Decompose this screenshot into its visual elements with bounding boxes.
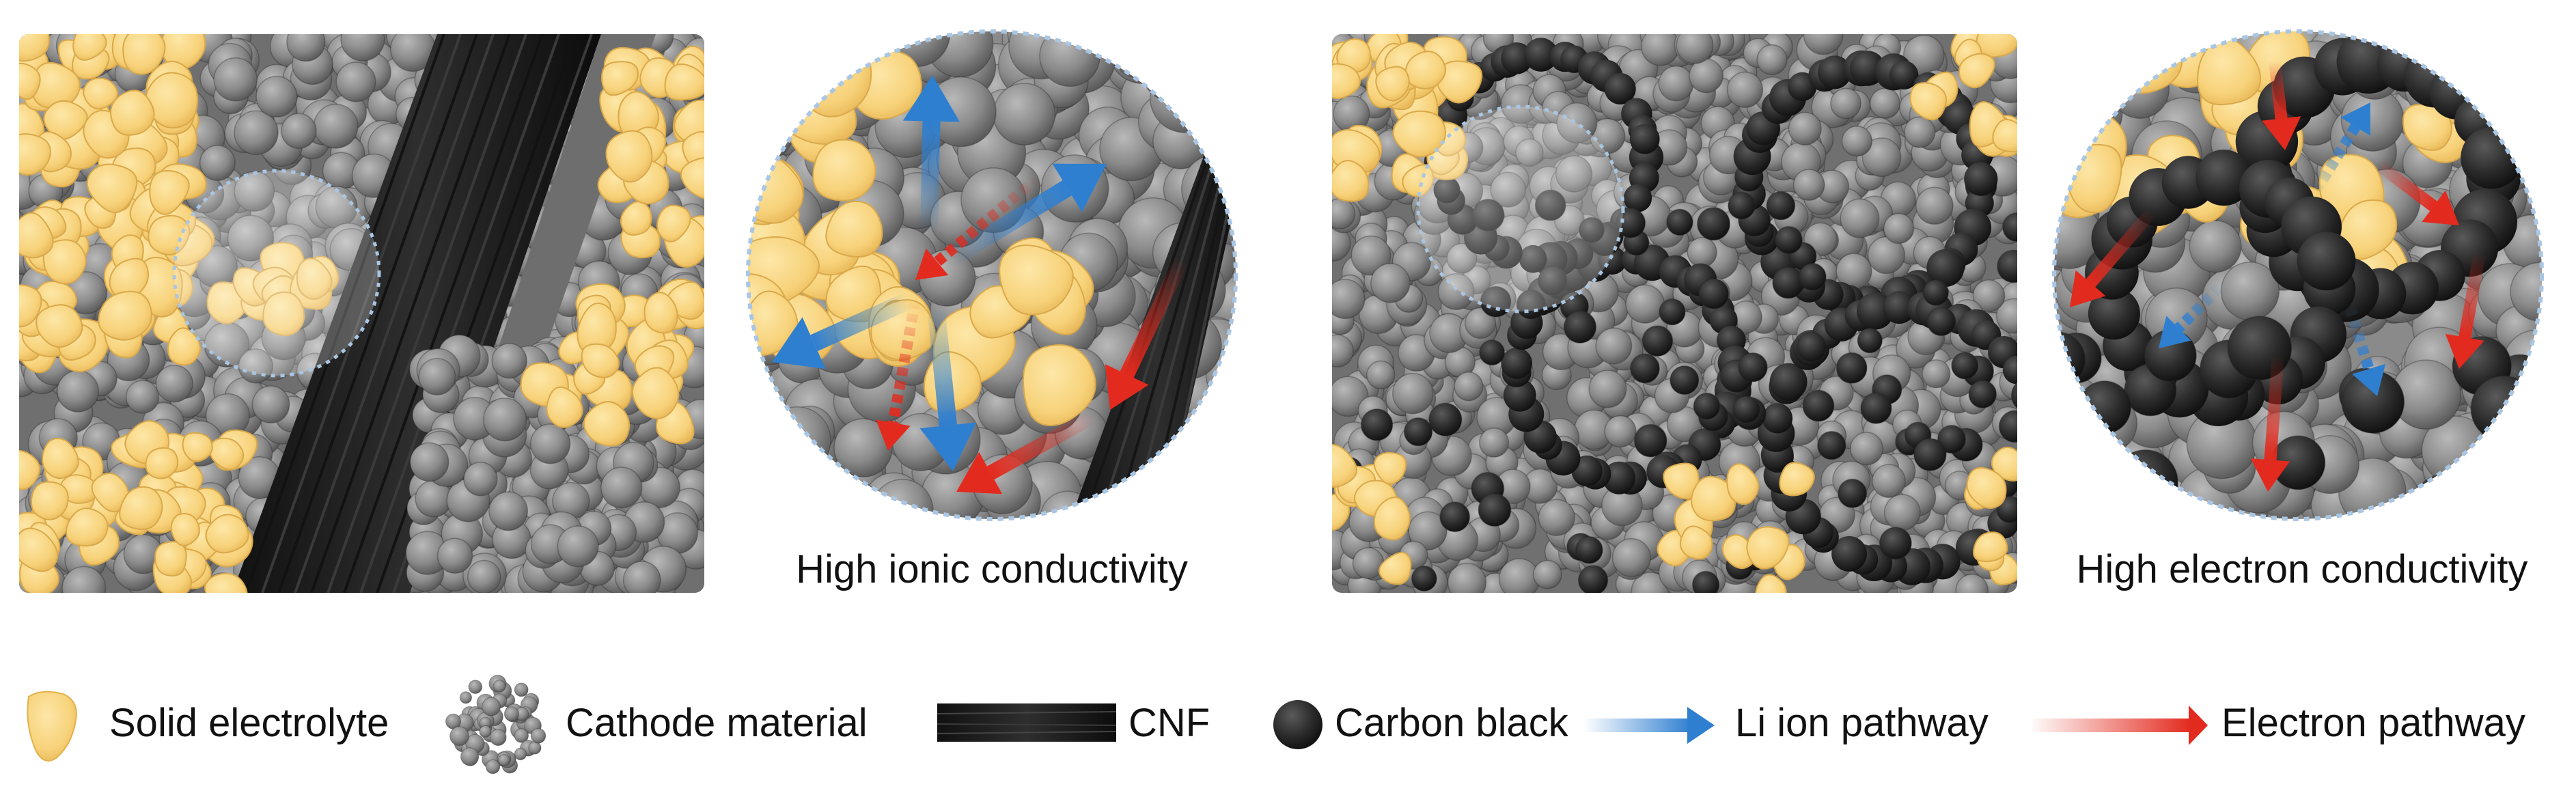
zoom-circle-ionic	[746, 29, 1238, 521]
legend-label-cnf: CNF	[1128, 701, 1210, 745]
legend-label-cathode-material: Cathode material	[566, 701, 868, 745]
li-ion-arrow-icon	[1583, 707, 1715, 744]
legend-label-carbon-black: Carbon black	[1335, 701, 1568, 745]
carbon-black-icon	[1273, 700, 1322, 749]
solid-electrolyte-particles	[1332, 34, 2017, 593]
zoom-region-marker	[1416, 104, 1625, 313]
legend-label-solid-electrolyte: Solid electrolyte	[109, 701, 389, 745]
cathode-material-icon	[445, 674, 546, 775]
zoom-circle-electron	[2052, 29, 2544, 521]
electron-arrow-icon	[2029, 706, 2208, 745]
pathway-arrows	[772, 75, 1189, 494]
cnf-icon	[937, 703, 1117, 742]
pathway-arrows	[2070, 60, 2486, 492]
solid-electrolyte-particles	[19, 34, 704, 593]
zoom-region-marker	[172, 169, 381, 378]
carbon-black-particles	[1335, 38, 2017, 593]
caption-electron: High electron conductivity	[2076, 547, 2528, 591]
legend	[27, 674, 2208, 775]
panel-cnf-composite	[19, 34, 704, 593]
solid-electrolyte-icon	[27, 691, 78, 762]
caption-ionic: High ionic conductivity	[796, 547, 1188, 591]
legend-label-electron-pathway: Electron pathway	[2221, 701, 2525, 745]
legend-label-li-ion-pathway: Li ion pathway	[1735, 701, 1989, 745]
panel-carbon-black-composite	[1332, 34, 2017, 593]
